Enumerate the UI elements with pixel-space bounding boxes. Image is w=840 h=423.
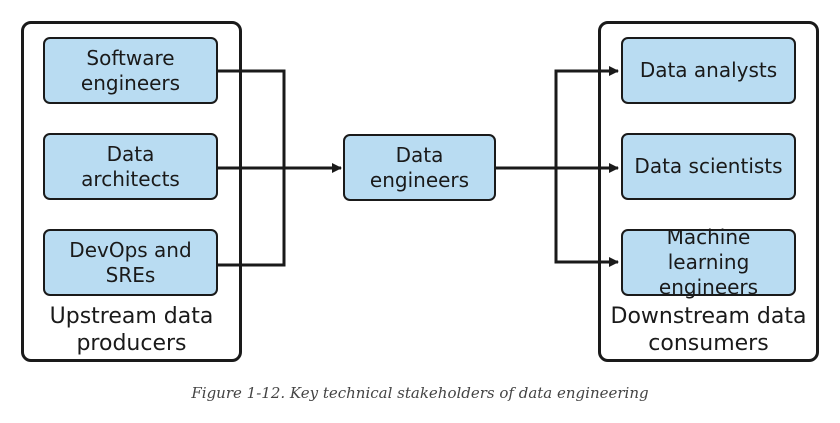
arrow-to-ml-engineers <box>554 168 619 267</box>
node-data-analysts: Data analysts <box>621 37 796 104</box>
figure-caption: Figure 1-12. Key technical stakeholders … <box>191 384 649 402</box>
node-ml-engineers: Machine learning engineers <box>621 225 796 299</box>
node-data-scientists: Data scientists <box>621 133 796 200</box>
node-software-engineers: Software engineers <box>43 37 218 104</box>
connector-software-engineers <box>218 69 286 168</box>
connector-devops-sres <box>218 168 286 267</box>
node-data-architects: Data architects <box>43 133 218 200</box>
arrow-to-data-analysts <box>554 66 619 168</box>
node-data-engineers: Data engineers <box>343 134 496 201</box>
node-devops-sres: DevOps and SREs <box>43 229 218 296</box>
upstream-group-label: Upstream data producers <box>49 304 214 356</box>
downstream-group-label: Downstream data consumers <box>610 304 807 356</box>
